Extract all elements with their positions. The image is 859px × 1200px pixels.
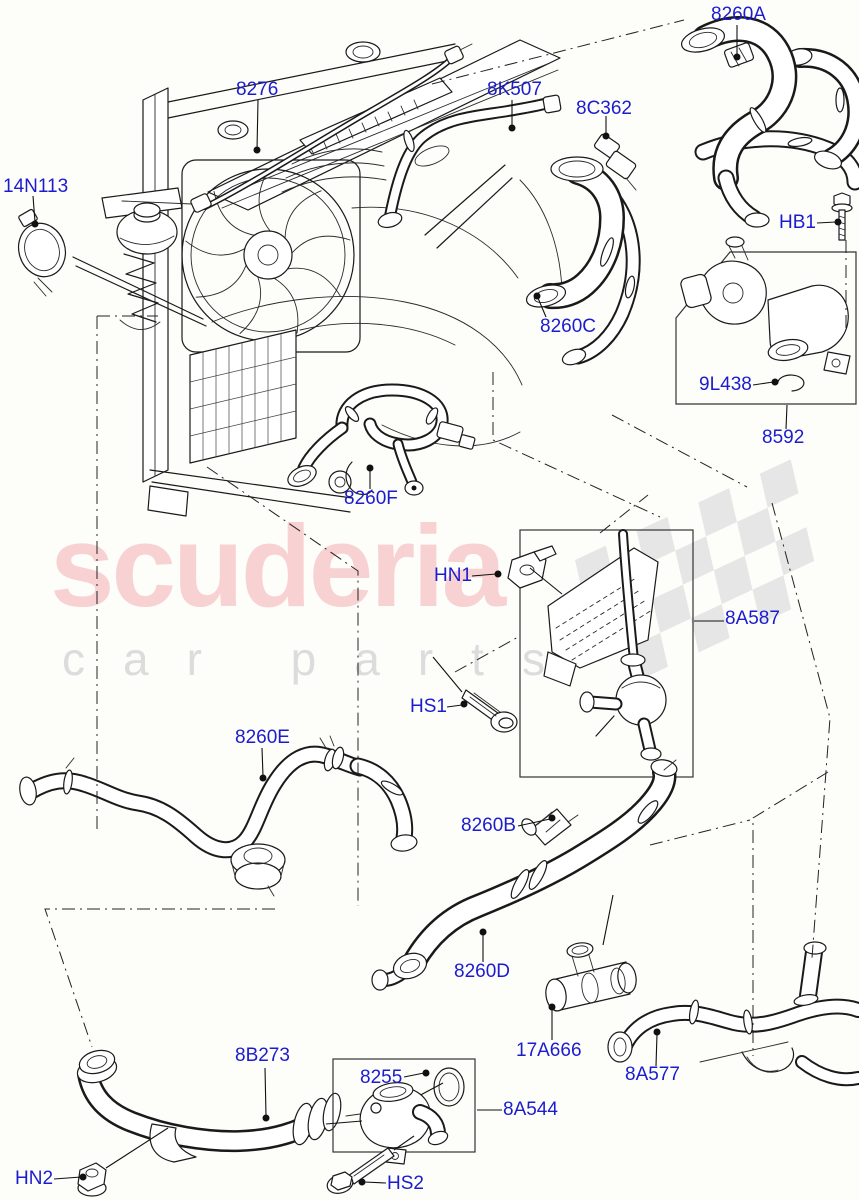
part-label-8c362[interactable]: 8C362	[576, 98, 632, 119]
watermark-tagline: car parts	[62, 633, 583, 685]
part-8b273-hose	[76, 1049, 361, 1169]
part-label-8k507[interactable]: 8K507	[487, 79, 542, 100]
part-8c362-connector	[593, 133, 637, 191]
zone-boundary-lines	[44, 19, 847, 1056]
part-8a577-hose	[607, 941, 858, 1079]
part-8260e-hose	[19, 735, 418, 897]
part-8a544-pump	[325, 1058, 476, 1165]
part-8260d-hose	[371, 759, 678, 991]
part-label-8a587[interactable]: 8A587	[725, 608, 780, 629]
part-8260a-hoses	[680, 24, 857, 228]
part-label-8260a[interactable]: 8260A	[711, 4, 766, 25]
part-9l438-gasket	[777, 374, 805, 392]
label-leader-dots	[31, 53, 842, 1186]
part-17a666-connector	[545, 942, 637, 1012]
part-label-8a577[interactable]: 8A577	[625, 1064, 680, 1085]
part-label-8260f[interactable]: 8260F	[344, 488, 398, 509]
part-label-8276[interactable]: 8276	[236, 79, 279, 100]
part-8a587-valve-bracket	[507, 530, 694, 778]
part-label-8592[interactable]: 8592	[762, 427, 805, 448]
part-label-8260d[interactable]: 8260D	[454, 961, 510, 982]
watermark-brand: scuderia	[50, 501, 506, 631]
part-label-17a666[interactable]: 17A666	[516, 1040, 582, 1061]
part-label-8b273[interactable]: 8B273	[235, 1045, 290, 1066]
part-label-8260e[interactable]: 8260E	[235, 727, 290, 748]
part-hs2-bolt	[326, 1135, 415, 1194]
part-8k507-hose	[377, 94, 562, 229]
part-label-8a544[interactable]: 8A544	[503, 1099, 558, 1120]
part-8260f-hose	[287, 390, 476, 496]
part-8255-oring	[433, 1067, 465, 1107]
part-14n113-clamp	[17, 208, 207, 327]
part-label-hn2[interactable]: HN2	[15, 1168, 54, 1189]
part-8260c-pipe	[525, 156, 636, 366]
part-label-hn1[interactable]: HN1	[434, 565, 473, 586]
part-label-8255[interactable]: 8255	[360, 1067, 403, 1088]
part-8260b-connector	[521, 808, 579, 846]
part-hb1-bolt	[831, 192, 853, 241]
part-hs1-bolt	[432, 656, 518, 733]
part-8592-thermostat-housing	[675, 236, 857, 405]
part-label-9l438[interactable]: 9L438	[699, 374, 752, 395]
radiator-fan-engine-sketch	[101, 39, 563, 517]
part-label-8260c[interactable]: 8260C	[540, 316, 596, 337]
part-8276-pipe	[121, 43, 473, 213]
part-label-14n113[interactable]: 14N113	[3, 176, 69, 197]
part-label-hs2[interactable]: HS2	[387, 1173, 424, 1194]
part-label-8260b[interactable]: 8260B	[461, 815, 516, 836]
part-hn2-nut	[77, 1162, 107, 1197]
part-label-hs1[interactable]: HS1	[410, 696, 447, 717]
part-label-hb1[interactable]: HB1	[779, 212, 816, 233]
